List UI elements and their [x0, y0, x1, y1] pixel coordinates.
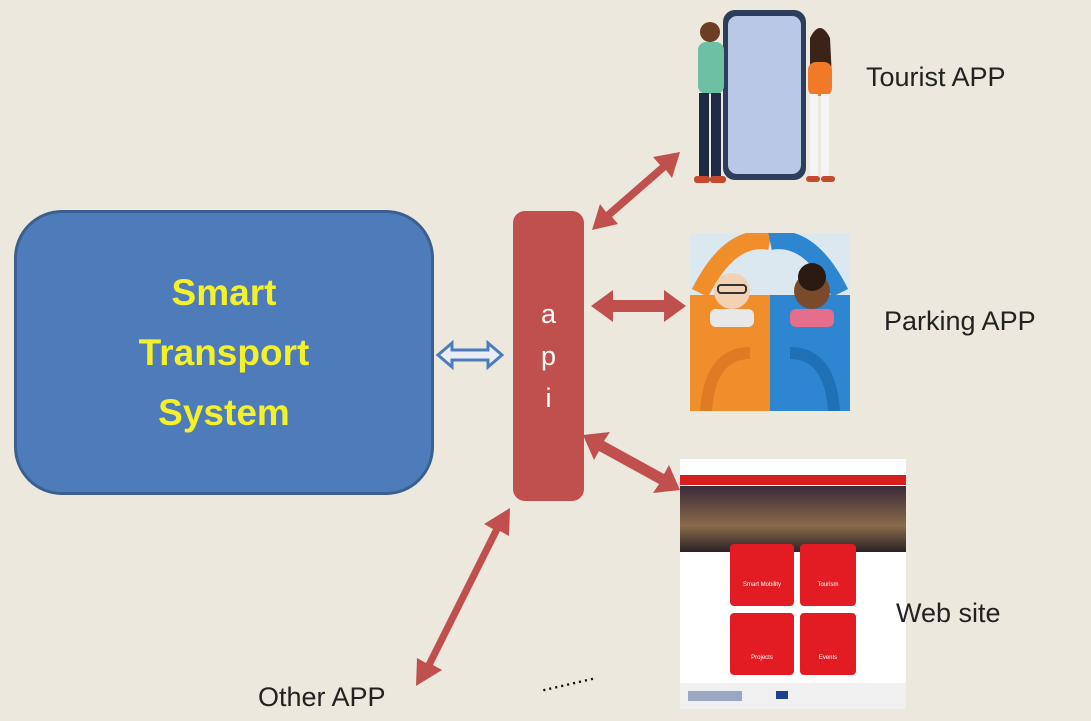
- parking-app-illustration: [690, 233, 850, 411]
- api-letter-i: i: [545, 383, 552, 413]
- api-letter-p: p: [540, 341, 557, 371]
- system-title: Smart Transport System: [139, 263, 310, 443]
- arrow-tourist: [592, 152, 680, 230]
- api-bar: a p i: [513, 211, 584, 501]
- website-navbar: [680, 475, 906, 485]
- tourist-app-illustration: [680, 8, 855, 193]
- arrow-parking: [591, 290, 686, 322]
- tile-smart-mobility: Smart Mobility: [730, 544, 794, 606]
- arrow-website: [583, 432, 680, 493]
- tile-tourism: Tourism: [800, 544, 856, 606]
- arrow-other: [416, 508, 510, 686]
- system-title-line2: Transport: [138, 331, 310, 373]
- parking-app-label: Parking APP: [884, 306, 1036, 336]
- red-arrows: [416, 152, 686, 686]
- tourist-app-label: Tourist APP: [866, 62, 1006, 92]
- smart-transport-system-box: Smart Transport System: [14, 210, 434, 495]
- tile-projects: Projects: [730, 613, 794, 675]
- system-title-line3: System: [158, 391, 290, 433]
- system-api-arrow: [435, 339, 505, 371]
- website-footer: [680, 683, 906, 709]
- website-illustration: Smart Mobility Tourism Projects Events: [680, 459, 906, 709]
- api-letter-a: a: [540, 299, 557, 329]
- tile-events: Events: [800, 613, 856, 675]
- system-title-line1: Smart: [171, 271, 277, 313]
- website-banner: [680, 486, 906, 552]
- other-app-label: Other APP: [258, 682, 386, 712]
- website-label: Web site: [896, 598, 1001, 628]
